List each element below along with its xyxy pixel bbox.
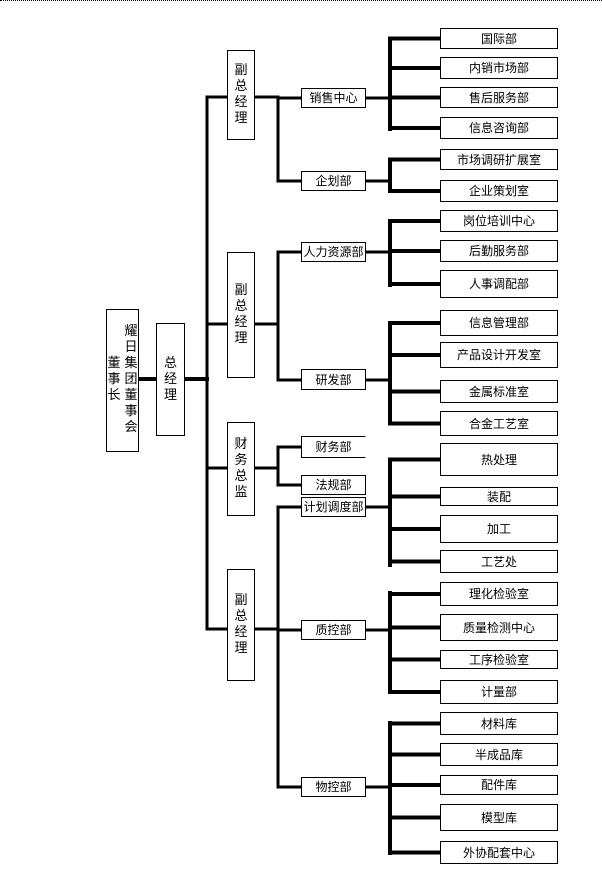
branch-head-2-label: 副总经理 xyxy=(234,283,248,346)
branch-head-2[interactable]: 副总经理 xyxy=(227,252,255,378)
unit-box[interactable]: 外协配套中心 xyxy=(440,841,558,864)
unit-box[interactable]: 国际部 xyxy=(440,28,558,49)
unit-box-label: 配件库 xyxy=(480,778,517,792)
department-box[interactable]: 企划部 xyxy=(301,171,366,191)
chairman-box[interactable]: 董事长耀日集团董事会 xyxy=(106,309,139,452)
department-box[interactable]: 物控部 xyxy=(301,777,366,797)
board-name: 耀日集团董事会 xyxy=(124,324,138,435)
unit-box-label: 装配 xyxy=(486,489,511,504)
unit-box-label: 合金工艺室 xyxy=(468,416,529,431)
unit-box[interactable]: 半成品库 xyxy=(440,743,558,766)
unit-box-label: 信息管理部 xyxy=(468,316,529,330)
branch-head-4[interactable]: 副总经理 xyxy=(227,569,255,681)
unit-box[interactable]: 产品设计开发室 xyxy=(440,342,558,368)
top-dotted-border xyxy=(0,0,602,1)
unit-box[interactable]: 材料库 xyxy=(440,712,558,735)
unit-box[interactable]: 工序检验室 xyxy=(440,650,558,669)
unit-box-label: 产品设计开发室 xyxy=(456,348,541,362)
branch-head-1[interactable]: 副总经理 xyxy=(227,50,255,140)
unit-box-label: 企业策划室 xyxy=(468,184,529,198)
unit-box-label: 外协配套中心 xyxy=(462,845,535,860)
department-box-label: 企划部 xyxy=(315,174,352,188)
unit-box-label: 材料库 xyxy=(480,716,517,731)
department-box[interactable]: 人力资源部 xyxy=(301,242,366,262)
unit-box-label: 计量部 xyxy=(480,685,517,699)
unit-box-label: 加工 xyxy=(486,522,511,536)
department-box-label: 质控部 xyxy=(315,623,352,637)
unit-box[interactable]: 配件库 xyxy=(440,775,558,795)
department-box-label: 法规部 xyxy=(315,478,352,492)
unit-box[interactable]: 后勤服务部 xyxy=(440,240,558,262)
unit-box[interactable]: 市场调研扩展室 xyxy=(440,149,558,170)
unit-box[interactable]: 理化检验室 xyxy=(440,582,558,606)
unit-box[interactable]: 质量检测中心 xyxy=(440,614,558,641)
department-box-label: 计划调度部 xyxy=(303,500,364,514)
unit-box[interactable]: 金属标准室 xyxy=(440,380,558,403)
unit-box[interactable]: 工艺处 xyxy=(440,550,558,573)
department-box[interactable]: 计划调度部 xyxy=(301,497,366,517)
unit-box-label: 质量检测中心 xyxy=(462,620,535,635)
unit-box[interactable]: 模型库 xyxy=(440,804,558,831)
department-box[interactable]: 研发部 xyxy=(301,369,366,390)
unit-box[interactable]: 装配 xyxy=(440,487,558,506)
unit-box-label: 工序检验室 xyxy=(468,652,529,667)
unit-box-label: 信息咨询部 xyxy=(468,121,529,135)
unit-box-label: 人事调配部 xyxy=(468,277,529,291)
unit-box[interactable]: 企业策划室 xyxy=(440,180,558,202)
unit-box[interactable]: 信息管理部 xyxy=(440,310,558,336)
unit-box-label: 理化检验室 xyxy=(468,587,529,601)
unit-box-label: 市场调研扩展室 xyxy=(456,152,541,167)
unit-box-label: 岗位培训中心 xyxy=(462,214,535,228)
branch-head-4-label: 副总经理 xyxy=(234,593,248,656)
unit-box-label: 售后服务部 xyxy=(468,90,529,105)
unit-box-label: 模型库 xyxy=(480,810,517,825)
department-box[interactable]: 财务部 xyxy=(301,436,366,458)
general-manager-box-label: 总经理 xyxy=(163,355,177,403)
chairman-title: 董事长 xyxy=(107,356,121,403)
unit-box-label: 内销市场部 xyxy=(468,61,529,75)
unit-box[interactable]: 售后服务部 xyxy=(440,87,558,108)
department-box[interactable]: 销售中心 xyxy=(301,88,366,108)
department-box-label: 物控部 xyxy=(315,780,352,794)
branch-head-3[interactable]: 财务总监 xyxy=(227,422,255,516)
unit-box-label: 金属标准室 xyxy=(468,384,529,399)
unit-box[interactable]: 岗位培训中心 xyxy=(440,210,558,232)
department-box-label: 销售中心 xyxy=(309,91,358,105)
unit-box-label: 国际部 xyxy=(480,31,517,46)
unit-box[interactable]: 热处理 xyxy=(440,443,558,476)
unit-box-label: 热处理 xyxy=(480,452,517,467)
department-box-label: 财务部 xyxy=(315,440,352,454)
unit-box[interactable]: 加工 xyxy=(440,515,558,543)
department-box-label: 人力资源部 xyxy=(303,245,364,259)
branch-head-3-label: 财务总监 xyxy=(234,437,248,500)
unit-box[interactable]: 计量部 xyxy=(440,680,558,704)
unit-box[interactable]: 合金工艺室 xyxy=(440,411,558,436)
general-manager-box[interactable]: 总经理 xyxy=(156,323,185,436)
unit-box[interactable]: 人事调配部 xyxy=(440,270,558,298)
unit-box[interactable]: 内销市场部 xyxy=(440,57,558,79)
unit-box-label: 工艺处 xyxy=(480,554,517,569)
department-box-label: 研发部 xyxy=(315,372,352,387)
unit-box[interactable]: 信息咨询部 xyxy=(440,117,558,139)
unit-box-label: 后勤服务部 xyxy=(468,244,529,258)
department-box[interactable]: 法规部 xyxy=(301,475,366,495)
unit-box-label: 半成品库 xyxy=(474,747,523,762)
department-box[interactable]: 质控部 xyxy=(301,620,366,640)
branch-head-1-label: 副总经理 xyxy=(234,63,248,126)
